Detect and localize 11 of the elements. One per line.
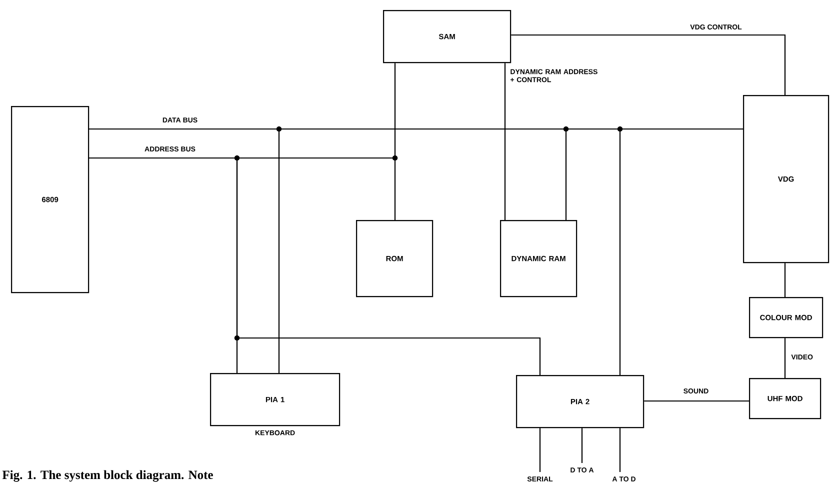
connector-line [539,428,541,472]
connector-line [581,428,583,463]
connector-line [504,63,506,220]
figure-caption: Fig. 1. The system block diagram. Note [2,470,213,482]
connector-line [511,34,786,95]
connector-line [784,263,786,297]
connector-line [89,128,621,375]
connector-line [644,400,749,402]
connector-line [89,157,541,375]
connector-line [619,428,621,472]
connector-line [784,338,786,378]
